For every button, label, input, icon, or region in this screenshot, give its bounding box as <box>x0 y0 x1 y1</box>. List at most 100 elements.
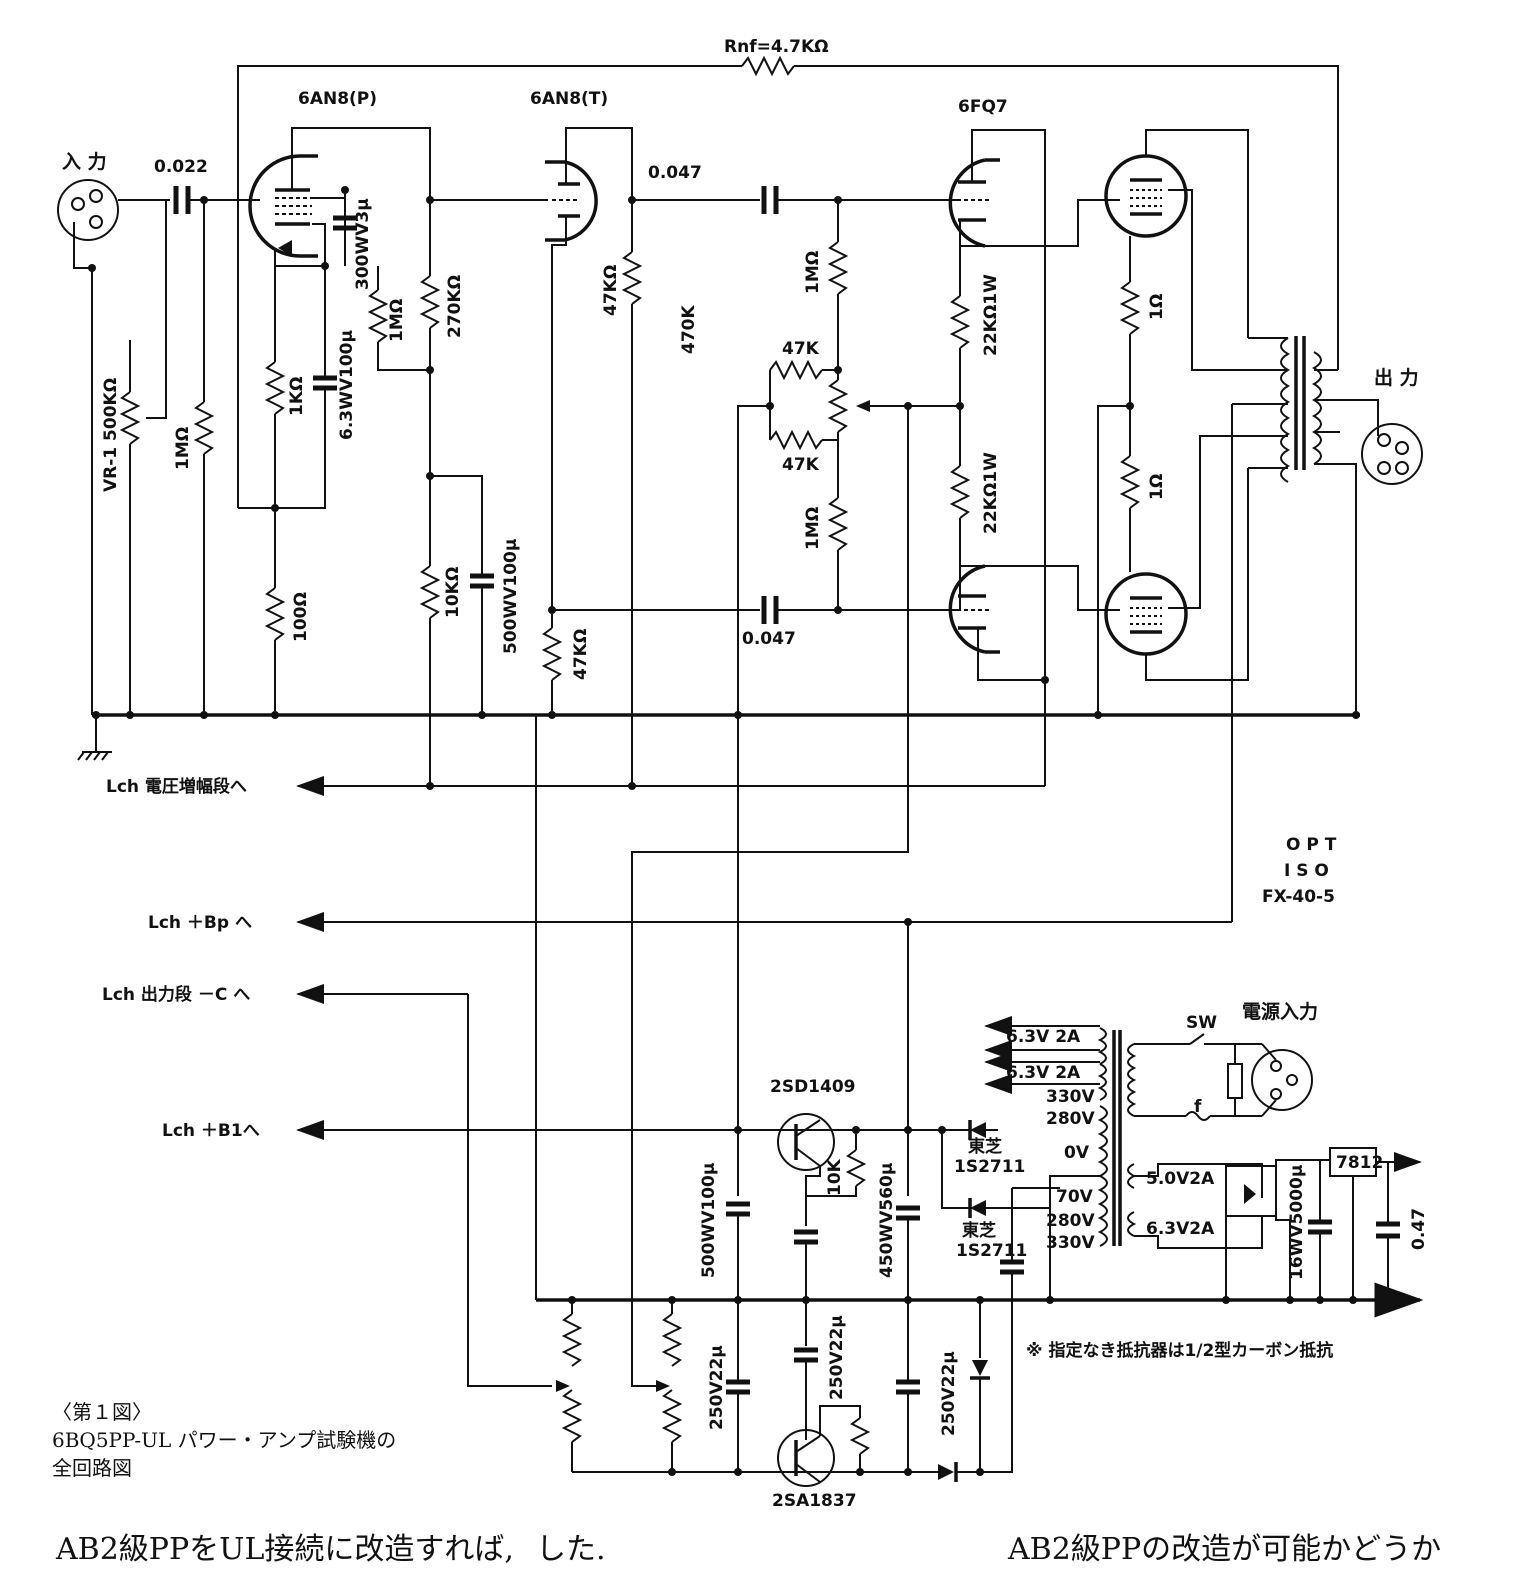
label-2sd1409: 2SD1409 <box>770 1077 856 1097</box>
label-c-top: 0.047 <box>648 163 702 183</box>
resistor-1ohm-a <box>1097 281 1141 715</box>
label-047: 0.47 <box>1409 1208 1429 1250</box>
label-d2b: 1S2711 <box>956 1241 1027 1261</box>
cap-300wv3u <box>333 190 357 231</box>
label-500wv100-b: 500WV100μ <box>699 1163 719 1278</box>
label-22k-a: 22KΩ1W <box>981 274 1001 356</box>
label-6v3: 6.3WV100μ <box>337 330 357 440</box>
volume-pot-vr1 <box>119 200 167 715</box>
resistor-100 <box>264 508 286 715</box>
label-1m-in: 1MΩ <box>173 427 193 470</box>
resistor-47k-bot <box>541 610 563 715</box>
label-opt-3: FX-40-5 <box>1262 887 1335 907</box>
label-c-bot: 0.047 <box>742 629 796 649</box>
resistor-270k <box>419 200 441 476</box>
resistor-1m-plate <box>367 266 430 371</box>
input-coupling-cap <box>173 186 260 214</box>
label-47k-bot: 47KΩ <box>571 629 591 680</box>
label-6fq7: 6FQ7 <box>958 97 1008 117</box>
label-250v-1: 250V22μ <box>707 1345 727 1430</box>
label-6an8p: 6AN8(P) <box>298 89 377 109</box>
label-lch-bp: Lch ＋Bp へ <box>148 913 252 933</box>
caption-line-2: 6BQ5PP-UL パワー・アンプ試験機の <box>52 1428 397 1452</box>
label-d2: 東芝 <box>962 1220 996 1241</box>
label-opt-1: O P T <box>1286 835 1337 855</box>
supply-lines <box>296 406 1232 1387</box>
label-power-in: 電源入力 <box>1242 1000 1318 1023</box>
caption-line-3: 全回路図 <box>52 1456 132 1480</box>
tube-6bq5-bottom <box>1104 435 1252 681</box>
tube-6an8-triode <box>545 127 633 610</box>
label-16wv: 16WV5000μ <box>1287 1165 1307 1280</box>
label-note: ※ 指定なき抵抗器は1/2型カーボン抵抗 <box>1026 1340 1333 1361</box>
output-transformer <box>1231 336 1379 922</box>
junction-dots <box>88 186 1360 719</box>
power-connector <box>1251 1043 1313 1117</box>
input-connector <box>57 179 170 715</box>
regulator-7812 <box>1308 1147 1422 1300</box>
resistor-1ohm-b <box>1119 406 1141 572</box>
transistor-2sd1409 <box>777 1113 867 1226</box>
grid-network <box>737 200 908 715</box>
tube-6bq5-top <box>1104 129 1252 371</box>
cap-450wv560u <box>896 1205 920 1300</box>
label-1k: 1KΩ <box>287 377 307 416</box>
label-pt-330a: 330V <box>1046 1087 1095 1107</box>
resistor-1k <box>264 266 286 508</box>
feedback-wire <box>237 55 1339 508</box>
caption-line-1: 〈第１図〉 <box>52 1400 152 1424</box>
label-6an8t: 6AN8(T) <box>530 89 608 109</box>
cap-500wv100u-b <box>726 1201 750 1300</box>
cap-0047-bot <box>761 596 960 624</box>
resistor-10k <box>419 476 441 786</box>
label-450wv: 450WV560μ <box>877 1163 897 1278</box>
cap-6v3-100u <box>238 266 337 509</box>
resistor-1m-input <box>193 200 215 715</box>
label-fuse: f <box>1194 1097 1202 1117</box>
label-c-in: 0.022 <box>154 157 208 177</box>
label-d1b: 1S2711 <box>954 1157 1025 1177</box>
label-10k-q: 10K <box>825 1158 845 1196</box>
transistor-2sa1837 <box>777 1405 871 1487</box>
label-250v-3: 250V22μ <box>939 1351 959 1436</box>
body-text-right: AB2級PPの改造が可能かどうか <box>1008 1532 1442 1567</box>
label-rnf: Rnf=4.7KΩ <box>724 37 829 57</box>
label-input: 入 力 <box>62 150 107 173</box>
label-7812: 7812 <box>1336 1153 1383 1173</box>
label-470k: 470K <box>679 305 699 354</box>
label-pt-330b: 330V <box>1046 1233 1095 1253</box>
bridge-rectifier <box>1225 1159 1330 1300</box>
label-pt-63-3: 6.3V2A <box>1146 1219 1215 1239</box>
cap-250v22u-c <box>896 1300 920 1472</box>
cap-250v22u-b <box>794 1347 818 1440</box>
cap-0047-top <box>761 186 960 214</box>
wire-pi-to-out-top <box>960 199 1120 247</box>
bleeder-pots <box>556 1300 683 1472</box>
output-connector <box>1361 423 1423 485</box>
label-sw: SW <box>1186 1013 1217 1033</box>
diodes-rectifier <box>938 1120 1050 1482</box>
wire-pi-to-out-bot <box>960 565 1120 611</box>
label-1ohm-b: 1Ω <box>1147 474 1167 500</box>
label-pt-280a: 280V <box>1046 1109 1095 1129</box>
label-lch-volt: Lch 電圧増幅段へ <box>106 776 247 797</box>
label-300wv: 300WV3μ <box>353 198 373 290</box>
power-transformer <box>984 1016 1263 1300</box>
label-lch-c: Lch 出力段 －C へ <box>102 984 250 1005</box>
label-47k-bal2: 47K <box>782 455 820 475</box>
figure-caption: 〈第１図〉 6BQ5PP-UL パワー・アンプ試験機の 全回路図 <box>52 1398 396 1482</box>
label-pt-63-1: 6.3V 2A <box>1006 1027 1081 1047</box>
label-500wv100: 500WV100μ <box>501 539 521 654</box>
label-2sa1837: 2SA1837 <box>772 1491 857 1511</box>
label-output: 出 力 <box>1374 366 1419 389</box>
label-47k-top: 47KΩ <box>601 265 621 316</box>
label-d1: 東芝 <box>968 1136 1002 1157</box>
label-pt-280b: 280V <box>1046 1211 1095 1231</box>
tube-6fq7-top <box>948 129 1046 680</box>
body-text-middle: した. <box>536 1532 606 1567</box>
cap-500wv100u <box>430 475 494 715</box>
cap-neg-filter <box>980 1187 1060 1473</box>
ground-bus <box>77 713 1360 761</box>
label-1m-b: 1MΩ <box>803 507 823 550</box>
